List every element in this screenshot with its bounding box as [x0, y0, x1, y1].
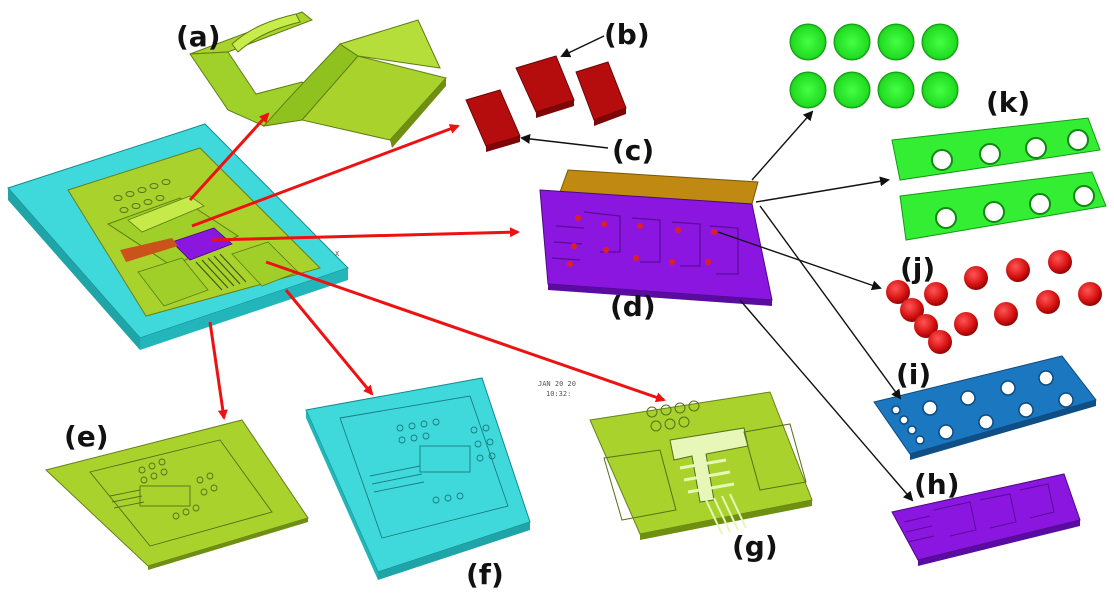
part-e-layer [44, 419, 309, 570]
timestamp-line2: 10:32: [546, 390, 571, 398]
arrow-to-a [188, 112, 270, 202]
label-c: (c) [612, 134, 654, 167]
main-frame-holes [113, 179, 171, 213]
label-h: (h) [914, 468, 960, 501]
part-g-electrode [589, 391, 813, 540]
part-c-block [465, 89, 521, 152]
arrow-to-d [211, 227, 520, 242]
main-chip [171, 227, 233, 261]
main-cover-ridge [127, 195, 205, 233]
label-j: (j) [900, 252, 935, 285]
arrow-to-k [755, 176, 890, 203]
part-k-discs [789, 23, 959, 109]
part-f-substrate [305, 377, 531, 580]
main-substrate-side [8, 188, 140, 350]
part-h-plate [891, 473, 1081, 566]
arrow-to-e [208, 321, 228, 420]
part-d-chip [539, 169, 773, 306]
label-g: (g) [732, 530, 778, 563]
black-arrows [717, 110, 914, 502]
arrow-to-bc [191, 124, 460, 228]
arrow-to-g [265, 260, 666, 403]
label-i: (i) [896, 358, 931, 391]
part-b-blocks [515, 55, 627, 126]
label-f: (f) [466, 558, 504, 591]
arrow-to-h [739, 299, 914, 502]
label-b: (b) [604, 18, 650, 51]
main-chip-edge [120, 238, 178, 262]
red-arrows [188, 112, 666, 420]
part-k-plates [891, 117, 1107, 241]
label-d: (d) [610, 290, 656, 323]
main-pad-left [137, 257, 209, 307]
label-a: (a) [176, 20, 221, 53]
part-i-plate [873, 355, 1097, 460]
timestamp-line1: JAN 20 20 [538, 380, 576, 388]
arrow-to-i [759, 205, 902, 400]
main-substrate-front [140, 268, 348, 350]
arrow-b [560, 35, 605, 58]
arrow-c [520, 133, 609, 149]
main-assembly: X [7, 123, 349, 350]
part-a-cover [189, 11, 447, 148]
arrow-to-discs [751, 110, 814, 181]
label-e: (e) [64, 420, 109, 453]
main-leads [195, 253, 247, 291]
axis-marker: X [335, 250, 340, 258]
label-k: (k) [986, 86, 1030, 119]
arrow-to-f [284, 289, 374, 396]
part-j-balls [886, 250, 1102, 354]
